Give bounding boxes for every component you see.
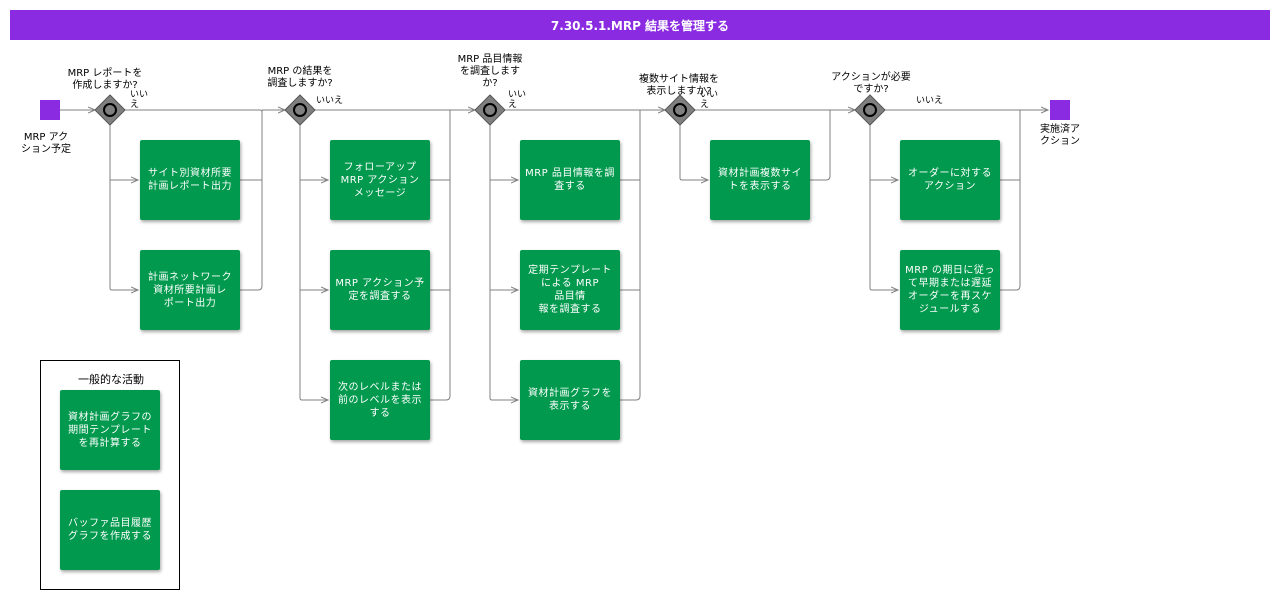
gateway-1 (94, 94, 126, 126)
gateway-5-no-label: いいえ (916, 96, 944, 106)
activity-order-action: オーダーに対する アクション (900, 140, 1000, 220)
gateway-4-question: 複数サイト情報を 表示しますか? (639, 74, 719, 97)
gateway-2 (284, 94, 316, 126)
activity-site-mrp-report: サイト別資材所要 計画レポート出力 (140, 140, 240, 220)
activity-reschedule-orders: MRP の期日に従っ て早期または遅延 オーダーを再スケ ジュールする (900, 250, 1000, 330)
activity-followup-mrp-messages: フォローアップ MRP アクション メッセージ (330, 140, 430, 220)
general-activity-recalc-template: 資材計画グラフの 期間テンプレート を再計算する (60, 390, 160, 470)
gateway-4-no-label: いい え (700, 90, 719, 110)
start-node (40, 100, 60, 120)
general-activity-buffer-graph: バッファ品目履歴 グラフを作成する (60, 490, 160, 570)
gateway-3-no-label: いい え (508, 90, 527, 110)
start-node-label: MRP アク ション予定 (21, 132, 71, 155)
gateway-5 (854, 94, 886, 126)
end-node-label: 実施済ア クション (1040, 124, 1080, 147)
gateway-4 (664, 94, 696, 126)
activity-investigate-item-template: 定期テンプレート による MRP 品目情 報を調査する (520, 250, 620, 330)
general-activities-title: 一般的な活動 (78, 373, 144, 386)
gateway-5-question: アクションが必要 ですか? (831, 72, 911, 95)
activity-network-mrp-report: 計画ネットワーク 資材所要計画レ ポート出力 (140, 250, 240, 330)
diagram-title-bar: 7.30.5.1.MRP 結果を管理する (10, 10, 1270, 40)
gateway-3-question: MRP 品目情報 を調査します か? (457, 54, 523, 89)
gateway-1-no-label: いい え (130, 90, 149, 110)
activity-show-mrp-graph: 資材計画グラフを 表示する (520, 360, 620, 440)
gateway-2-no-label: いいえ (316, 96, 344, 106)
activity-show-next-prev-level: 次のレベルまたは 前のレベルを表示 する (330, 360, 430, 440)
activity-investigate-mrp-item: MRP 品目情報を調 査する (520, 140, 620, 220)
general-activities-panel: 一般的な活動 資材計画グラフの 期間テンプレート を再計算する バッファ品目履歴… (40, 360, 180, 590)
gateway-1-question: MRP レポートを 作成しますか? (67, 68, 143, 91)
end-node (1050, 100, 1070, 120)
activity-investigate-mrp-actions: MRP アクション予 定を調査する (330, 250, 430, 330)
diagram-title: 7.30.5.1.MRP 結果を管理する (550, 18, 730, 33)
gateway-3 (474, 94, 506, 126)
gateway-2-question: MRP の結果を 調査しますか? (267, 66, 333, 89)
activity-show-multisite: 資材計画複数サイ トを表示する (710, 140, 810, 220)
